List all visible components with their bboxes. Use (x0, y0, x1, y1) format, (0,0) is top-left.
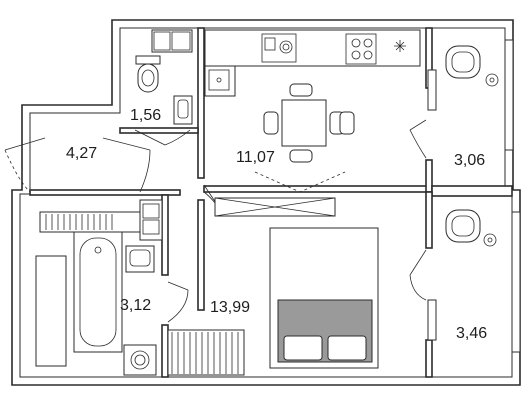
bathroom-small-fixtures (135, 29, 193, 125)
balcony-bottom-fixtures (445, 209, 497, 247)
windows (427, 39, 521, 353)
bedroom-fixtures (167, 197, 379, 376)
area-label-balcony-top: 3,06 (454, 152, 485, 169)
hallway-wardrobe (39, 199, 163, 241)
balcony-top-fixtures (445, 45, 499, 87)
bathroom-large-fixtures (35, 231, 157, 376)
interior-walls (29, 27, 513, 378)
kitchen-fixtures (204, 29, 421, 163)
area-label-kitchen: 11,07 (236, 149, 275, 166)
area-label-hallway: 4,27 (66, 145, 97, 162)
area-label-balcony-bottom: 3,46 (456, 325, 487, 342)
area-label-bedroom: 13,99 (210, 299, 250, 316)
area-label-bathroom-small: 1,56 (130, 107, 161, 124)
area-label-bathroom-large: 3,12 (120, 297, 151, 314)
area-labels: 1,56 4,27 11,07 3,06 3,12 13,99 3,46 (66, 107, 487, 342)
